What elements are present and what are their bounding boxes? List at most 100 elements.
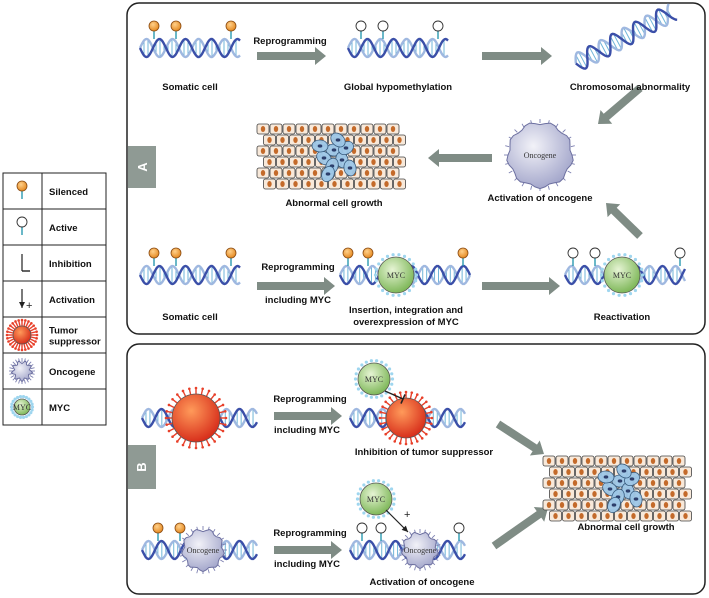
- dna-helix: [574, 3, 678, 70]
- svg-text:Oncogene: Oncogene: [404, 546, 437, 555]
- silenced-marker-icon: [148, 20, 160, 39]
- active-marker-icon: [16, 216, 28, 235]
- dna-chromosomal-abnormality: [574, 3, 678, 70]
- active-marker-icon: [567, 247, 579, 266]
- dna-somatic-a1: [138, 37, 241, 59]
- svg-text:MYC: MYC: [365, 375, 383, 384]
- arrow-activation-to-growth: [491, 507, 548, 550]
- panel-a-tag: [128, 146, 156, 188]
- label-reprogramming-b2: Reprogramming: [273, 528, 347, 539]
- active-marker-icon: [674, 247, 686, 266]
- silenced-marker-icon: [174, 522, 186, 541]
- arrow-reprogramming-a1: [257, 47, 326, 65]
- label-including-myc-b1: including MYC: [274, 425, 340, 436]
- silenced-marker-icon: [148, 247, 160, 266]
- active-marker-icon: [377, 20, 389, 39]
- arrow-reprogramming-a3: [257, 277, 335, 295]
- label-including-myc-a3: including MYC: [265, 295, 331, 306]
- svg-text:MYC: MYC: [387, 271, 405, 280]
- legend-label-myc: MYC: [49, 403, 70, 414]
- myc-reactivated: MYC: [599, 253, 645, 297]
- label-reprogramming-a3: Reprogramming: [261, 262, 335, 273]
- svg-text:MYC: MYC: [367, 495, 385, 504]
- label-inhibition-of-tumor-suppressor: Inhibition of tumor suppressor: [355, 447, 494, 458]
- active-marker-icon: [453, 522, 465, 541]
- label-chromosomal-abnormality: Chromosomal abnormality: [570, 82, 691, 93]
- legend-label-inhibition: Inhibition: [49, 259, 92, 270]
- panel-b-tag: [128, 445, 156, 489]
- silenced-marker-icon: [362, 247, 374, 266]
- label-reprogramming-b1: Reprogramming: [273, 394, 347, 405]
- tumor-suppressor-b1: [164, 386, 228, 450]
- arrow-reprogramming-b1: [274, 407, 342, 425]
- active-marker-icon: [356, 522, 368, 541]
- silenced-marker-icon: [16, 180, 28, 199]
- silenced-marker-icon: [170, 247, 182, 266]
- panel-a-letter: A: [135, 162, 150, 172]
- legend-label-silenced-marker: Silenced: [49, 187, 88, 198]
- svg-text:+: +: [26, 300, 32, 312]
- tissue-abnormal-growth-a: [256, 123, 406, 190]
- tissue-abnormal-growth-b: [542, 455, 692, 522]
- arrow-inhibition-to-growth: [495, 420, 544, 456]
- inhibition-icon: [21, 254, 30, 272]
- legend-label-tumor-suppressor: Tumor: [49, 326, 78, 337]
- myc-inserted: MYC: [373, 253, 419, 297]
- label-somatic-cell-a3: Somatic cell: [162, 312, 217, 323]
- active-marker-icon: [589, 247, 601, 266]
- legend-label-active-marker: Active: [49, 223, 78, 234]
- label-insertion-line2: overexpression of MYC: [353, 317, 459, 328]
- arrow-insertion-to-reactivation: [482, 277, 560, 295]
- label-activation-of-oncogene-a: Activation of oncogene: [487, 193, 592, 204]
- oncogene-activation-a: Oncogene: [504, 119, 576, 191]
- tumor-suppressor-icon: [5, 318, 39, 352]
- arrow-reactivation-to-activation: [606, 203, 643, 239]
- dna-hypomethylated: [346, 37, 449, 59]
- arrow-hypomethylation-to-chromosomal: [482, 47, 552, 65]
- arrow-activation-to-abnormal-a: [428, 149, 492, 167]
- label-including-myc-b2: including MYC: [274, 559, 340, 570]
- svg-text:MYC: MYC: [13, 403, 31, 412]
- label-abnormal-cell-growth-a: Abnormal cell growth: [285, 198, 382, 209]
- inhibition-icon: [384, 390, 406, 404]
- myc-activating: MYC: [355, 479, 397, 519]
- silenced-marker-icon: [225, 20, 237, 39]
- svg-text:Oncogene: Oncogene: [187, 546, 220, 555]
- label-abnormal-cell-growth-b: Abnormal cell growth: [577, 522, 674, 533]
- active-marker-icon: [355, 20, 367, 39]
- label-reactivation: Reactivation: [594, 312, 651, 323]
- label-global-hypomethylation: Global hypomethylation: [344, 82, 452, 93]
- active-marker-icon: [375, 522, 387, 541]
- silenced-marker-icon: [170, 20, 182, 39]
- silenced-marker-icon: [225, 247, 237, 266]
- oncogene-activated-b2: Oncogene: [399, 529, 441, 571]
- active-marker-icon: [16, 216, 28, 235]
- myc-inhibiting: MYC: [353, 359, 395, 399]
- panel-b-letter: B: [134, 462, 149, 471]
- arrow-chromosomal-to-activation: [598, 85, 643, 124]
- label-insertion-line1: Insertion, integration and: [349, 305, 463, 316]
- activation-icon: [385, 509, 409, 533]
- silenced-marker-icon: [342, 247, 354, 266]
- svg-text:Oncogene: Oncogene: [524, 151, 557, 160]
- arrow-reprogramming-b2: [274, 541, 342, 559]
- legend-label-activation: Activation: [49, 295, 95, 306]
- svg-text:MYC: MYC: [613, 271, 631, 280]
- label-reprogramming-a1: Reprogramming: [253, 36, 327, 47]
- label-somatic-cell-a1: Somatic cell: [162, 82, 217, 93]
- plus-sign: +: [404, 509, 410, 521]
- active-marker-icon: [432, 20, 444, 39]
- oncogene-icon: [9, 358, 35, 384]
- silenced-marker-icon: [457, 247, 469, 266]
- myc-icon: MYC: [9, 395, 35, 419]
- oncogene-b2: Oncogene: [179, 526, 227, 574]
- label-activation-of-oncogene-b: Activation of oncogene: [369, 577, 474, 588]
- legend-label-tumor-suppressor: suppressor: [49, 337, 101, 348]
- silenced-marker-icon: [152, 522, 164, 541]
- legend-label-oncogene: Oncogene: [49, 367, 95, 378]
- activation-icon: +: [19, 289, 32, 312]
